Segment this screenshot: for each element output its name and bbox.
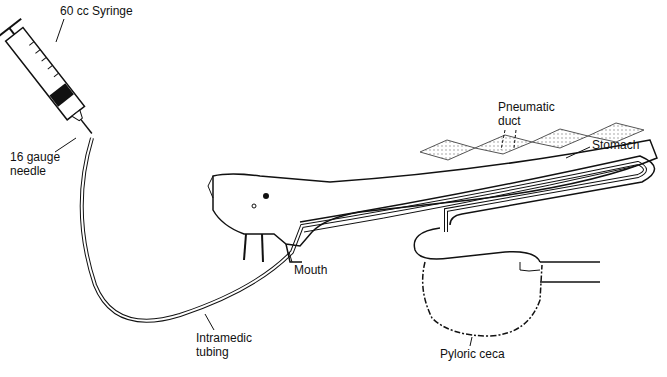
- part-label: Intramedic tubing: [196, 331, 266, 359]
- part-label: 16 gauge needle: [10, 150, 72, 178]
- part-label: Mouth: [294, 263, 354, 277]
- part-label: Pneumatic duct: [498, 100, 562, 128]
- part-label: Stomach: [592, 138, 662, 152]
- syringe: [0, 19, 104, 143]
- part-label: Pyloric ceca: [440, 347, 540, 361]
- part-label: 60 cc Syringe: [60, 4, 160, 18]
